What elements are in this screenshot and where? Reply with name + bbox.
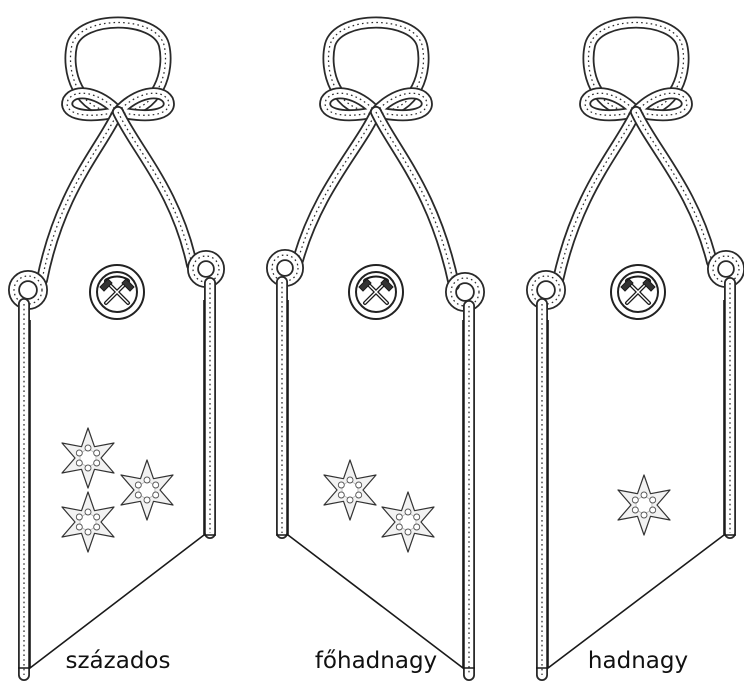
insignia-panel bbox=[536, 300, 736, 668]
insignia-panel bbox=[276, 300, 475, 668]
rank-label-hadnagy: hadnagy bbox=[538, 648, 738, 674]
star-icon bbox=[121, 460, 173, 520]
star-icon bbox=[618, 475, 670, 535]
star-icon bbox=[382, 492, 434, 552]
insignia-szazados bbox=[14, 23, 219, 676]
ornate-cord bbox=[532, 23, 739, 676]
rank-stars bbox=[618, 475, 670, 535]
insignia-hadnagy bbox=[532, 23, 739, 676]
star-icon bbox=[62, 428, 114, 488]
rank-label-fohadnagy: főhadnagy bbox=[276, 648, 476, 674]
star-icon bbox=[62, 492, 114, 552]
ornate-cord bbox=[272, 23, 479, 676]
crossed-hammers-icon bbox=[349, 265, 403, 319]
crossed-hammers-icon bbox=[611, 265, 665, 319]
insignia-panel bbox=[18, 300, 216, 668]
rank-label-szazados: százados bbox=[18, 648, 218, 674]
star-icon bbox=[324, 460, 376, 520]
rank-stars bbox=[62, 428, 173, 552]
crossed-hammers-icon bbox=[90, 265, 144, 319]
ornate-cord bbox=[14, 23, 219, 676]
insignia-fohadnagy bbox=[272, 23, 479, 676]
rank-stars bbox=[324, 460, 434, 552]
